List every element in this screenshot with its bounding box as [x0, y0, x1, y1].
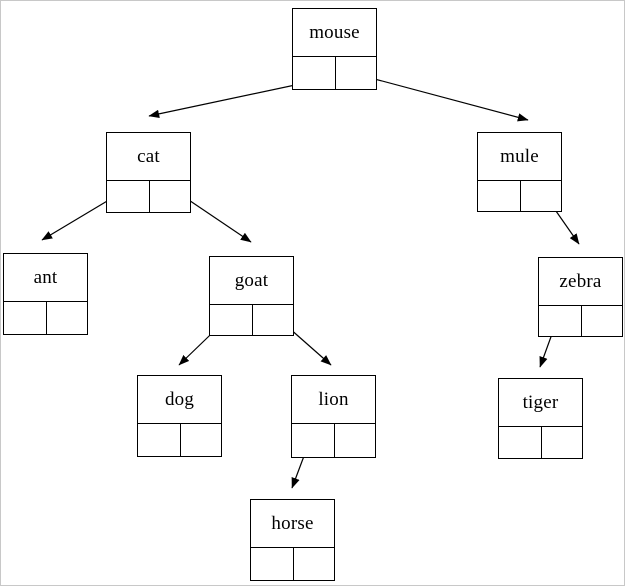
- node-pointer-left-ant[interactable]: [4, 302, 46, 334]
- node-pointer-right-ant[interactable]: [45, 302, 88, 334]
- node-label-ant: ant: [33, 267, 58, 288]
- node-pointers-mouse: [293, 56, 376, 89]
- tree-node-tiger[interactable]: tiger: [498, 378, 583, 459]
- node-pointer-left-mouse[interactable]: [293, 57, 335, 89]
- node-label-lion: lion: [318, 389, 349, 410]
- node-pointers-zebra: [539, 305, 622, 336]
- node-pointers-mule: [478, 180, 561, 211]
- tree-node-goat[interactable]: goat: [209, 256, 294, 336]
- node-pointers-tiger: [499, 426, 582, 458]
- node-pointer-left-mule[interactable]: [478, 181, 520, 211]
- node-pointer-left-horse[interactable]: [251, 548, 293, 580]
- node-pointer-left-goat[interactable]: [210, 305, 252, 335]
- node-pointers-lion: [292, 423, 375, 457]
- node-pointer-right-horse[interactable]: [292, 548, 335, 580]
- node-label-dog: dog: [164, 389, 195, 410]
- node-pointer-right-cat[interactable]: [148, 181, 191, 212]
- node-label-cat: cat: [137, 146, 160, 167]
- node-pointer-right-mule[interactable]: [519, 181, 562, 211]
- tree-edge-mouse-to-cat: [148, 80, 315, 118]
- node-pointers-horse: [251, 547, 334, 580]
- node-pointer-right-lion[interactable]: [333, 424, 376, 457]
- node-pointer-right-tiger[interactable]: [540, 427, 583, 458]
- node-pointer-left-lion[interactable]: [292, 424, 334, 457]
- tree-node-lion[interactable]: lion: [291, 375, 376, 458]
- node-pointers-dog: [138, 423, 221, 456]
- node-label-mouse: mouse: [309, 22, 360, 43]
- node-pointer-left-zebra[interactable]: [539, 306, 581, 336]
- node-label-goat: goat: [234, 270, 269, 291]
- node-pointer-right-zebra[interactable]: [580, 306, 623, 336]
- node-pointers-ant: [4, 301, 87, 334]
- node-pointers-cat: [107, 180, 190, 212]
- node-pointer-right-dog[interactable]: [179, 424, 222, 456]
- tree-node-cat[interactable]: cat: [106, 132, 191, 213]
- node-pointer-left-tiger[interactable]: [499, 427, 541, 458]
- tree-node-ant[interactable]: ant: [3, 253, 88, 335]
- tree-node-horse[interactable]: horse: [250, 499, 335, 581]
- tree-node-mule[interactable]: mule: [477, 132, 562, 212]
- tree-node-mouse[interactable]: mouse: [292, 8, 377, 90]
- node-pointer-right-goat[interactable]: [251, 305, 294, 335]
- node-label-mule: mule: [500, 146, 539, 167]
- node-pointer-right-mouse[interactable]: [334, 57, 377, 89]
- node-pointers-goat: [210, 304, 293, 335]
- node-label-tiger: tiger: [522, 392, 559, 413]
- node-pointer-left-dog[interactable]: [138, 424, 180, 456]
- node-label-horse: horse: [271, 513, 314, 534]
- node-pointer-left-cat[interactable]: [107, 181, 149, 212]
- tree-node-dog[interactable]: dog: [137, 375, 222, 457]
- node-label-zebra: zebra: [559, 271, 602, 292]
- tree-edge-mouse-to-mule: [355, 73, 529, 122]
- tree-node-zebra[interactable]: zebra: [538, 257, 623, 337]
